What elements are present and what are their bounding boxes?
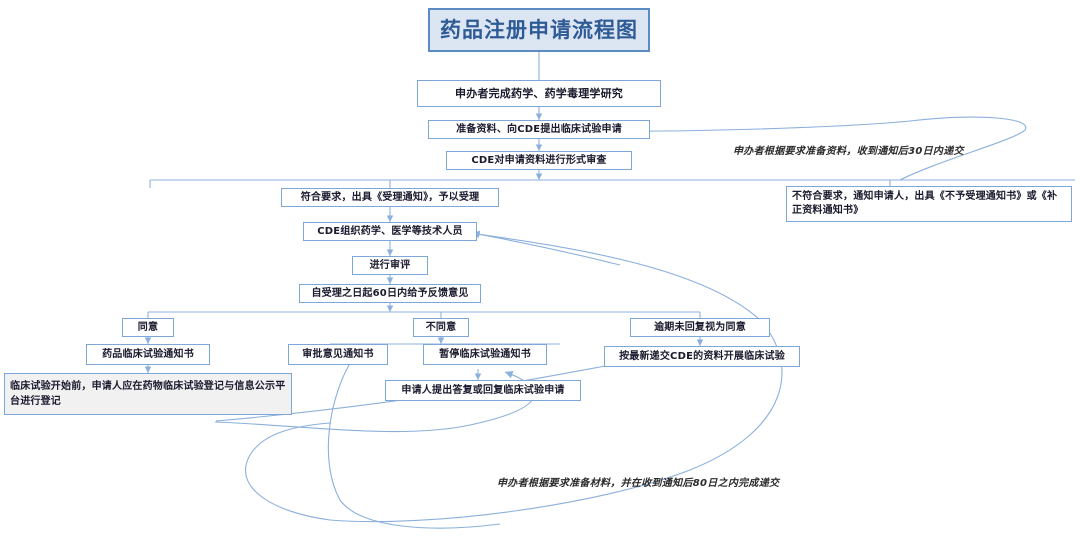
node-not-accepted[interactable]: 不符合要求，通知申请人，出具《不予受理通知书》或《补正资料通知书》 bbox=[786, 186, 1072, 222]
node-cde-formal-review[interactable]: CDE对申请资料进行形式审查 bbox=[446, 151, 632, 170]
wire-sweep-to-n6 bbox=[471, 230, 621, 266]
wire-bottom-arc bbox=[244, 422, 331, 521]
node-suspend-trial-notice[interactable]: 暂停临床试验通知书 bbox=[423, 344, 547, 365]
node-cde-expert-team[interactable]: CDE组织药学、医学等技术人员 bbox=[303, 222, 477, 241]
node-no-reply-deemed-agree[interactable]: 逾期未回复视为同意 bbox=[630, 318, 770, 337]
node-register-before-trial[interactable]: 临床试验开始前，申请人应在药物临床试验登记与信息公示平台进行登记 bbox=[4, 373, 292, 415]
diagram-title: 药品注册申请流程图 bbox=[428, 8, 650, 52]
annotation-80-day: 申办者根据要求准备材料，并在收到通知后80日之内完成递交 bbox=[497, 478, 780, 489]
annotation-30-day: 申办者根据要求准备资料，收到通知后30日内递交 bbox=[733, 146, 964, 157]
node-prepare-submit-ind[interactable]: 准备资料、向CDE提出临床试验申请 bbox=[428, 120, 650, 139]
node-clinical-trial-notice[interactable]: 药品临床试验通知书 bbox=[86, 344, 210, 365]
node-sponsor-research[interactable]: 申办者完成药学、药学毒理学研究 bbox=[417, 80, 661, 107]
node-conduct-review[interactable]: 进行审评 bbox=[352, 256, 428, 275]
node-feedback-60-days[interactable]: 自受理之日起60日内给予反馈意见 bbox=[299, 284, 481, 303]
node-disagree[interactable]: 不同意 bbox=[413, 318, 469, 337]
node-review-opinion-notice[interactable]: 审批意见通知书 bbox=[288, 344, 388, 365]
node-accepted[interactable]: 符合要求，出具《受理通知》，予以受理 bbox=[281, 188, 499, 207]
node-proceed-latest-submission[interactable]: 按最新递交CDE的资料开展临床试验 bbox=[604, 346, 800, 367]
node-agree[interactable]: 同意 bbox=[122, 318, 174, 337]
node-applicant-reply[interactable]: 申请人提出答复或回复临床试验申请 bbox=[385, 380, 581, 401]
